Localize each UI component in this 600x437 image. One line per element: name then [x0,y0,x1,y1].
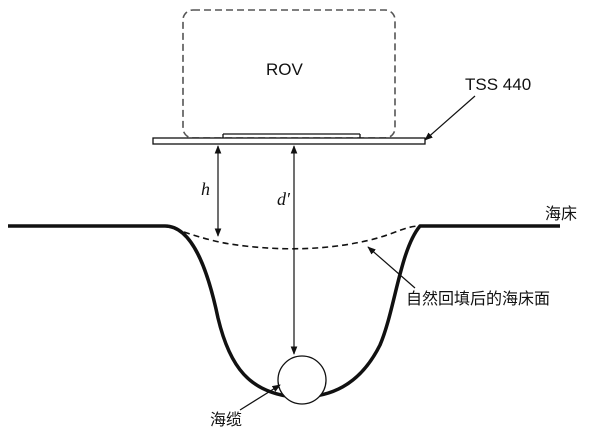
backfill-surface-label: 自然回填后的海床面 [406,289,550,308]
tss-label: TSS 440 [465,75,531,94]
tss-leader-arrow [424,95,476,141]
tss-sensor-plate [152,137,426,145]
backfill-leader-arrow [367,246,416,289]
seabed-label: 海床 [545,204,577,223]
h-label: h [201,179,210,199]
cable-label: 海缆 [210,410,242,429]
d-prime-label: d′ [277,189,291,209]
cable-leader-arrow [239,384,281,411]
rov-label: ROV [266,60,304,79]
backfilled-seabed-surface [164,225,421,250]
cable-circle [277,355,327,405]
